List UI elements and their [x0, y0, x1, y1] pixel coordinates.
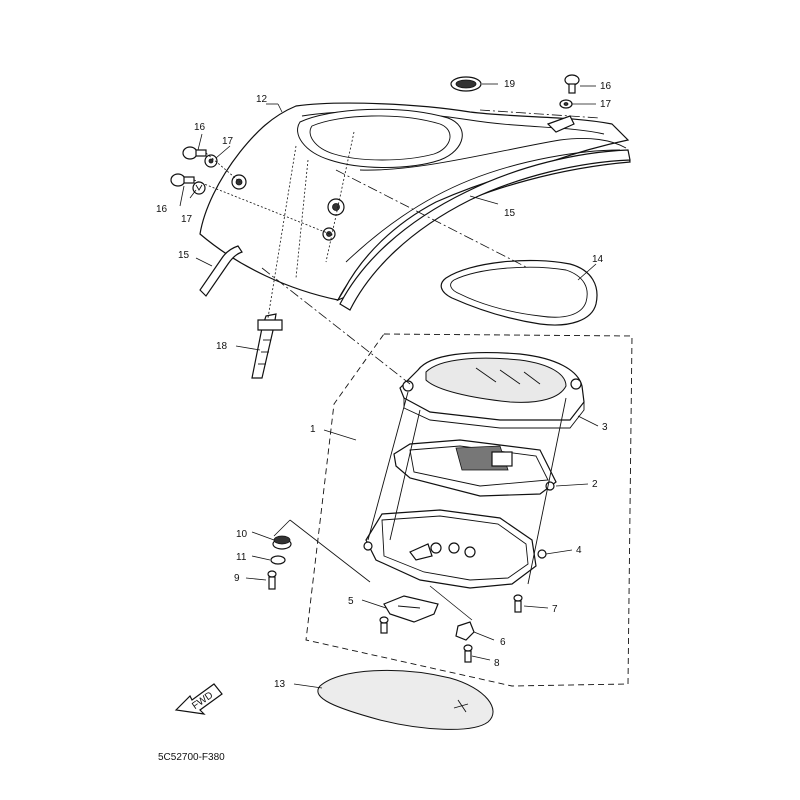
washer-17-upper — [204, 154, 218, 168]
screw-16-right — [564, 74, 580, 94]
callout-11: 11 — [236, 552, 247, 563]
lens-film — [317, 669, 494, 730]
screw-8 — [463, 644, 473, 663]
callout-16: 16 — [156, 204, 168, 215]
meter-cover — [199, 102, 631, 302]
alignment-lines — [261, 109, 601, 585]
callout-16: 16 — [600, 81, 612, 92]
screw-16-left-lower — [170, 173, 195, 187]
meter-housing-top — [399, 351, 585, 429]
callout-7: 7 — [552, 604, 558, 615]
diagram-code: 5C52700-F380 — [158, 752, 225, 763]
screw-7 — [513, 594, 523, 613]
callout-17: 17 — [181, 214, 193, 225]
cable-tie — [251, 313, 283, 379]
callout-6: 6 — [500, 637, 506, 648]
callout-15: 15 — [504, 208, 516, 219]
callout-16: 16 — [194, 122, 206, 133]
callout-10: 10 — [236, 529, 248, 540]
meter-case-bottom — [363, 509, 547, 589]
assembly-boundary-1 — [305, 333, 633, 687]
meter-body — [393, 439, 557, 497]
damper-10 — [272, 535, 292, 550]
callout-14: 14 — [592, 254, 604, 265]
callout-18: 18 — [216, 341, 228, 352]
leader-lines — [179, 83, 599, 689]
bracket — [383, 595, 439, 623]
callout-2: 2 — [592, 479, 598, 490]
screw-5-lower — [379, 616, 389, 634]
callout-17: 17 — [222, 136, 234, 147]
callout-17: 17 — [600, 99, 612, 110]
washer-17-right — [559, 99, 573, 109]
trim-strip — [199, 149, 631, 311]
callout-3: 3 — [602, 422, 608, 433]
collar-11 — [270, 555, 286, 565]
callout-19: 19 — [504, 79, 516, 90]
clip — [455, 621, 475, 641]
callout-13: 13 — [274, 679, 286, 690]
grommet — [450, 76, 482, 92]
callout-8: 8 — [494, 658, 500, 669]
callout-9: 9 — [234, 573, 240, 584]
gasket — [440, 259, 598, 326]
screw-9 — [267, 570, 277, 590]
callout-12: 12 — [256, 94, 268, 105]
callout-1: 1 — [310, 424, 316, 435]
callout-15: 15 — [178, 250, 190, 261]
screw-16-left-upper — [182, 146, 207, 160]
forward-arrow-icon: FWD — [174, 683, 223, 715]
callout-5: 5 — [348, 596, 354, 607]
callout-4: 4 — [576, 545, 582, 556]
callout-labels: 12 16 17 16 17 19 16 17 15 15 14 18 1 3 … — [156, 79, 612, 690]
